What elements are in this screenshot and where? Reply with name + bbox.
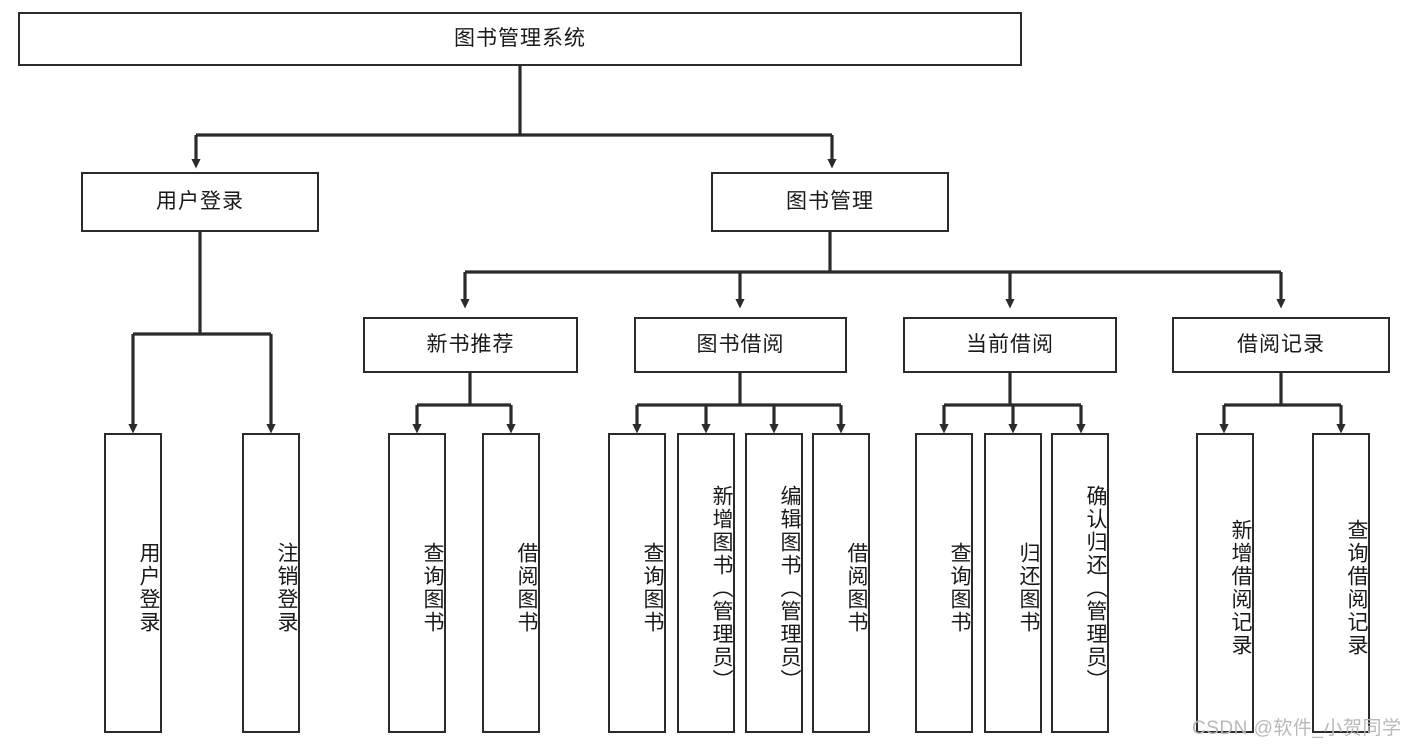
leaf-confirm-return[interactable]: 确认归还（管理员） — [1051, 433, 1109, 733]
leaf-user-login[interactable]: 用户登录 — [104, 433, 162, 733]
leaf-add-book[interactable]: 新增图书（管理员） — [677, 433, 735, 733]
node-book-management[interactable]: 图书管理 — [711, 172, 949, 232]
node-current-borrow[interactable]: 当前借阅 — [903, 317, 1117, 373]
leaf-query-book-current[interactable]: 查询图书 — [915, 433, 973, 733]
leaf-query-book-borrow[interactable]: 查询图书 — [608, 433, 666, 733]
node-user-login[interactable]: 用户登录 — [81, 172, 319, 232]
node-root-system[interactable]: 图书管理系统 — [18, 12, 1022, 66]
leaf-logout-login[interactable]: 注销登录 — [242, 433, 300, 733]
leaf-query-borrow-record[interactable]: 查询借阅记录 — [1312, 433, 1370, 733]
leaf-add-borrow-record[interactable]: 新增借阅记录 — [1196, 433, 1254, 733]
leaf-return-book[interactable]: 归还图书 — [984, 433, 1042, 733]
node-new-book-recommend[interactable]: 新书推荐 — [363, 317, 578, 373]
leaf-borrow-book-recommend[interactable]: 借阅图书 — [482, 433, 540, 733]
csdn-watermark: CSDN @软件_小贺同学 — [1192, 718, 1402, 739]
leaf-edit-book[interactable]: 编辑图书（管理员） — [745, 433, 803, 733]
leaf-borrow-book[interactable]: 借阅图书 — [812, 433, 870, 733]
leaf-query-book-recommend[interactable]: 查询图书 — [388, 433, 446, 733]
node-borrow-record[interactable]: 借阅记录 — [1172, 317, 1390, 373]
node-book-borrow[interactable]: 图书借阅 — [634, 317, 847, 373]
